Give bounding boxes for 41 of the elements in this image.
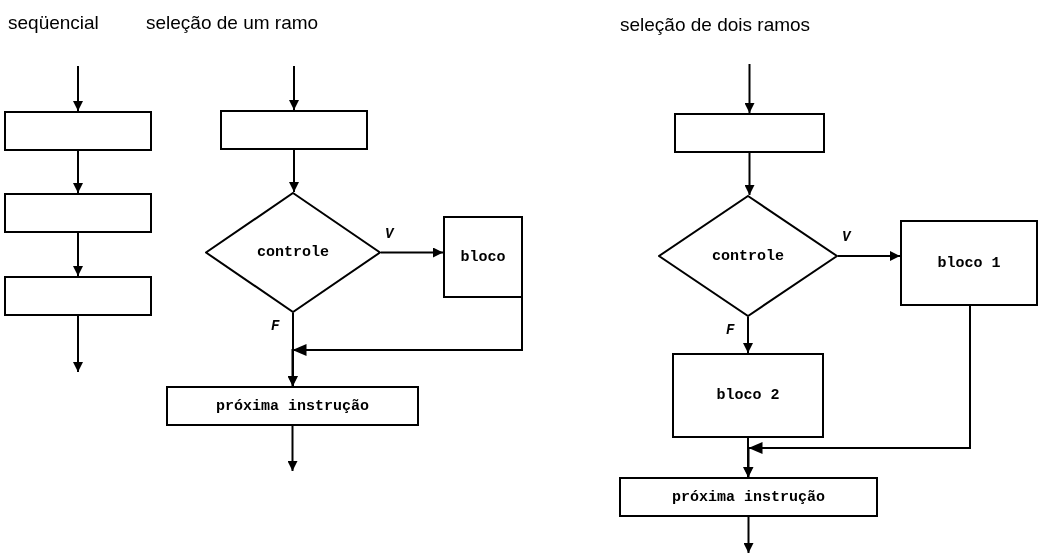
arrow	[73, 65, 83, 112]
arrow	[380, 247, 444, 258]
process-box	[619, 477, 878, 517]
column-heading: seleção de dois ramos	[620, 14, 811, 36]
process-box	[672, 353, 824, 438]
column-heading: seqüencial	[8, 12, 99, 34]
arrow	[743, 516, 754, 554]
node-label: próxima instrução	[672, 488, 825, 506]
arrow	[743, 316, 753, 354]
arrow	[73, 315, 83, 373]
node-label: bloco	[460, 248, 506, 266]
process-box	[4, 111, 152, 151]
process-box	[443, 216, 523, 298]
edge-label: V	[385, 226, 394, 241]
process-box	[900, 220, 1038, 306]
node-label: bloco 1	[937, 254, 1001, 272]
arrow	[73, 150, 83, 194]
arrow	[743, 305, 971, 478]
arrow	[287, 425, 298, 472]
edge-label: F	[271, 319, 280, 333]
column-heading: seleção de um ramo	[146, 12, 319, 34]
arrow	[73, 232, 83, 277]
arrow	[744, 63, 755, 114]
process-box	[4, 276, 152, 316]
edge-label: F	[726, 323, 735, 337]
arrow	[289, 149, 299, 193]
node-label: controle	[257, 244, 329, 261]
arrow	[287, 297, 523, 387]
node-label: bloco 2	[716, 387, 780, 404]
edge-label: V	[842, 230, 851, 244]
arrow	[744, 152, 755, 196]
process-box	[220, 110, 368, 150]
decision-diamond	[205, 192, 381, 313]
process-box	[166, 386, 419, 426]
node-label: próxima instrução	[216, 397, 369, 415]
process-box	[674, 113, 825, 153]
arrow	[289, 65, 299, 111]
process-box	[4, 193, 152, 233]
node-label: controle	[712, 247, 784, 265]
arrow	[837, 251, 901, 261]
decision-diamond	[658, 195, 838, 317]
